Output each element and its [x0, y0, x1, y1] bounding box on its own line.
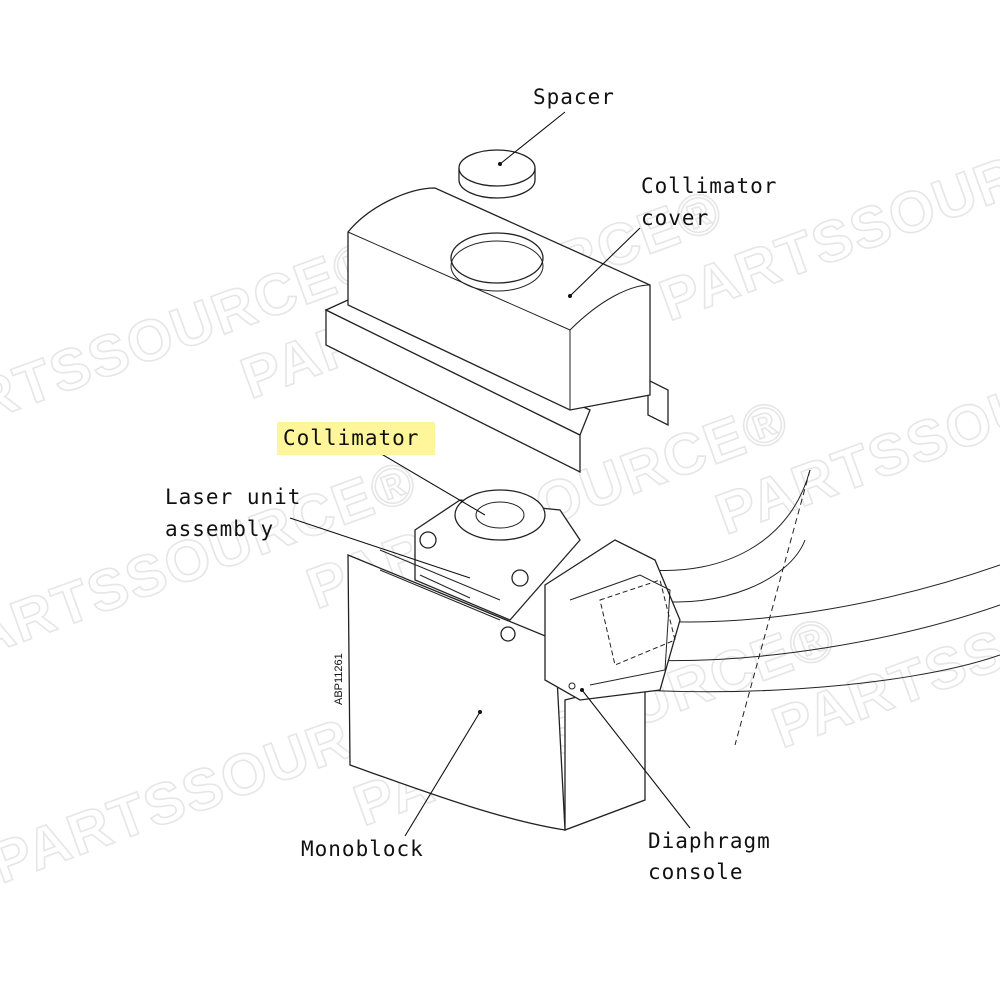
drawing-id: ABP11261 — [333, 653, 345, 705]
diaphragm-console — [544, 539, 681, 701]
label-laser-unit: Laser unit — [165, 485, 301, 509]
spacer — [458, 149, 536, 199]
label-spacer: Spacer — [533, 85, 615, 109]
label-diaphragm-console-2: console — [648, 860, 744, 884]
monoblock — [347, 554, 646, 831]
collimator-cover — [324, 187, 669, 474]
label-monoblock: Monoblock — [301, 837, 424, 861]
cable — [589, 469, 1000, 746]
collimator-unit — [379, 489, 581, 642]
label-collimator-cover: Collimator — [641, 174, 777, 198]
collimator-highlight — [277, 422, 435, 455]
label-collimator-cover-2: cover — [641, 206, 709, 230]
label-diaphragm-console: Diaphragm — [648, 829, 771, 853]
label-collimator: Collimator — [283, 426, 419, 450]
label-laser-unit-2: assembly — [165, 517, 274, 541]
leader-lines — [289, 111, 691, 837]
